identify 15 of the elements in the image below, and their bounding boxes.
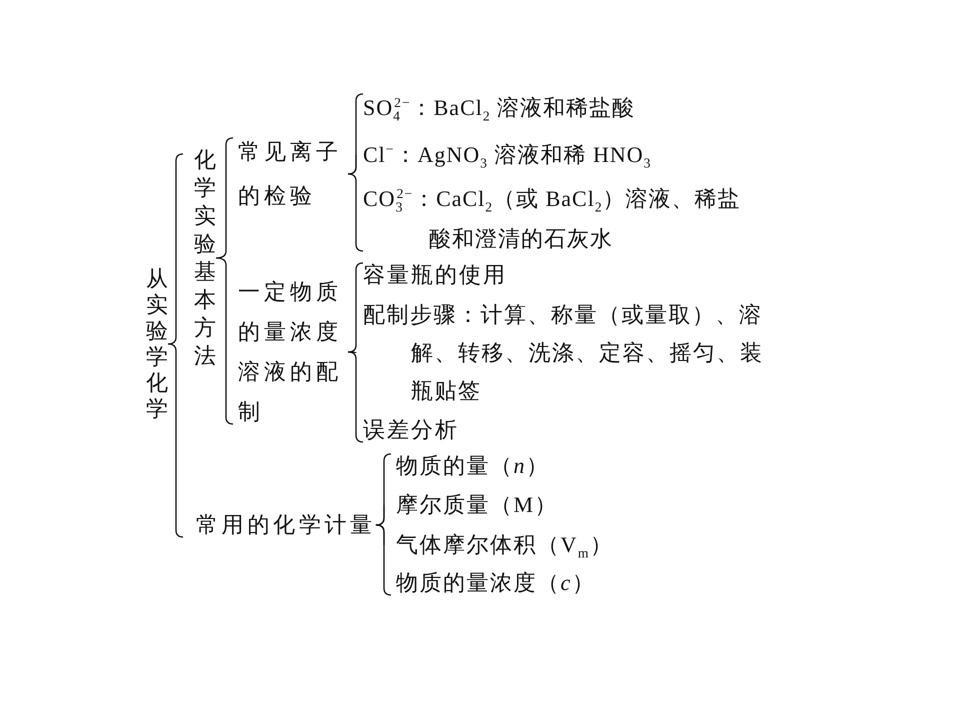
item-text: Cl$^{−}$：AgNO$_{3}$ 溶液和稀 HNO$_{3}$	[356, 133, 652, 177]
item-text: 配制步骤：计算、称量（或量取）、溶解、转移、洗涤、定容、摇匀、装瓶贴签	[356, 296, 773, 410]
subtopic-text: 常见离子的检验	[226, 130, 348, 218]
item-text: 摩尔质量（M）	[384, 485, 558, 525]
curly-brace	[376, 505, 385, 526]
subtopic-text: 一定物质的量浓度溶液的配制	[226, 272, 348, 432]
curly-brace	[348, 173, 364, 252]
topic-text: 化学实验基本方法	[176, 146, 216, 370]
root-topic-text: 从实验学化学	[146, 266, 168, 422]
topic-text: 常用的化学计量	[176, 505, 376, 545]
item-text: SO$_{4}$$^{2−}$：BaCl$_{2}$ 溶液和稀盐酸	[356, 86, 636, 130]
item-text: 气体摩尔体积（V$_{m}$）	[384, 525, 614, 565]
curly-brace	[348, 262, 364, 353]
curly-brace	[348, 155, 357, 175]
item-text: 物质的量浓度（c）	[384, 563, 596, 603]
